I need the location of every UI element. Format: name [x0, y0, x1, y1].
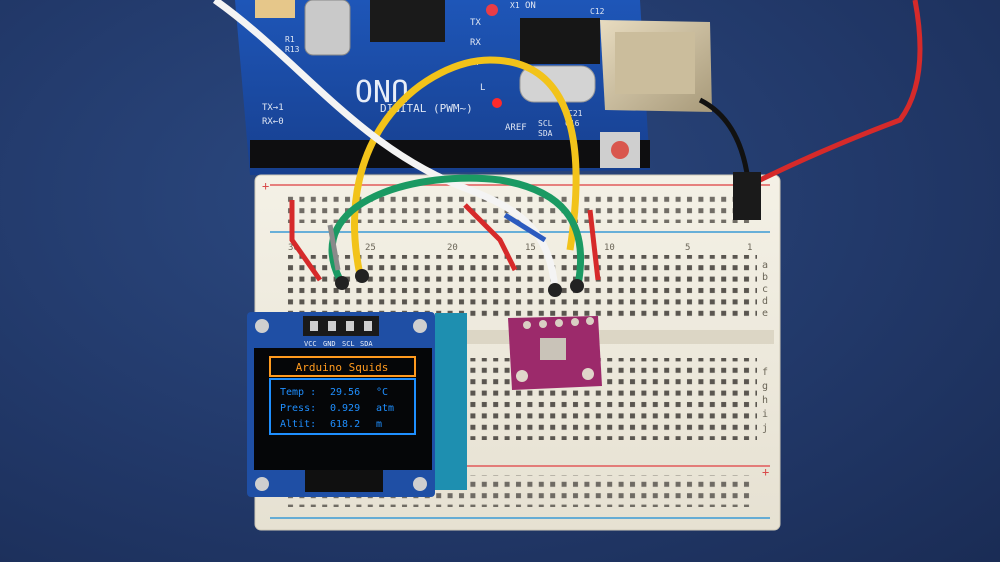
- oled-pin-vcc: VCC: [304, 340, 317, 348]
- sensor-chip: [540, 338, 566, 360]
- wire-end: [570, 279, 584, 293]
- row-a: a: [762, 260, 768, 271]
- led-on: [486, 4, 498, 16]
- oled-pin-gnd: GND: [323, 340, 336, 348]
- col-num-15: 15: [525, 243, 536, 253]
- silk-l: L: [480, 83, 485, 93]
- reading-temp-unit: °C: [376, 387, 388, 398]
- pin-header: [250, 140, 650, 168]
- oled-pin-header: [303, 316, 379, 336]
- wire-end: [355, 269, 369, 283]
- row-e: e: [762, 308, 768, 319]
- wire-end: [548, 283, 562, 297]
- reading-press-label: Press:: [280, 403, 316, 414]
- crystal-oscillator: [304, 0, 351, 56]
- upper-terminal-holes: [282, 255, 757, 317]
- oled-screen: [254, 348, 432, 470]
- rail-plus-label-bottom: +: [762, 465, 769, 479]
- reading-altit-label: Altit:: [280, 419, 316, 430]
- silk-r1: R1: [285, 35, 295, 44]
- oled-pin-sda: SDA: [360, 340, 373, 348]
- led-l: [492, 98, 502, 108]
- row-i: i: [762, 409, 768, 420]
- silk-scl: SCL: [538, 119, 553, 128]
- silk-rx: RX: [470, 38, 481, 48]
- col-num-30: 30: [288, 243, 299, 253]
- digital-label: DIGITAL (PWM~): [380, 102, 473, 115]
- oled-module: VCC GND SCL SDA Arduino Squids Temp : 29…: [247, 312, 467, 497]
- row-b: b: [762, 272, 768, 283]
- silk-tx: TX: [470, 18, 481, 28]
- power-connector: [733, 172, 761, 220]
- aref-label: AREF: [505, 123, 527, 133]
- col-num-1: 1: [747, 243, 752, 253]
- row-j: j: [762, 423, 768, 434]
- arduino-board: UNO DIGITAL (PWM~) AREF TX→1 RX←0 TX RX …: [235, 0, 712, 175]
- silk-c21: C21: [568, 109, 583, 118]
- silk-c12: C12: [590, 7, 605, 16]
- green-wire: [328, 174, 585, 286]
- silk-on: ON: [525, 1, 536, 11]
- microcontroller-chip: [370, 0, 445, 42]
- oled-readings-box: [269, 378, 416, 435]
- row-f: f: [762, 367, 768, 378]
- reading-press-value: 0.929: [330, 403, 360, 414]
- wire-end: [335, 276, 349, 290]
- row-h: h: [762, 395, 768, 406]
- red-jumper-right: [587, 209, 601, 281]
- capacitor: [255, 0, 295, 18]
- reading-temp-value: 29.56: [330, 387, 360, 398]
- row-c: c: [762, 284, 768, 295]
- yellow-wire: [351, 56, 580, 276]
- rail-plus-label: +: [262, 179, 269, 193]
- red-jumper-left: [289, 200, 323, 282]
- silk-sda: SDA: [538, 129, 553, 138]
- rx-label: RX←0: [262, 117, 284, 127]
- red-jumper-middle: [463, 203, 518, 272]
- col-num-25: 25: [365, 243, 376, 253]
- gray-jumper: [327, 224, 341, 271]
- oled-title: Arduino Squids: [296, 361, 389, 374]
- blue-jumper: [503, 212, 547, 243]
- oled-ribbon: [435, 313, 467, 490]
- reading-altit-unit: m: [376, 419, 382, 430]
- pressure-sensor-module: [508, 316, 602, 390]
- oled-title-box: [269, 356, 416, 377]
- tx-label: TX→1: [262, 103, 284, 113]
- oled-pin-scl: SCL: [342, 340, 355, 348]
- reading-altit-value: 618.2: [330, 419, 360, 430]
- silk-r13: R13: [285, 45, 300, 54]
- usb-interface-chip: [520, 18, 600, 64]
- row-g: g: [762, 381, 768, 392]
- col-num-10: 10: [604, 243, 615, 253]
- power-wires: [698, 0, 923, 220]
- reading-press-unit: atm: [376, 403, 394, 414]
- col-num-5: 5: [685, 243, 690, 253]
- silk-x1: X1: [510, 1, 520, 10]
- col-num-20: 20: [447, 243, 458, 253]
- reading-temp-label: Temp :: [280, 387, 316, 398]
- row-d: d: [762, 296, 768, 307]
- jumper-wires: [212, 0, 601, 297]
